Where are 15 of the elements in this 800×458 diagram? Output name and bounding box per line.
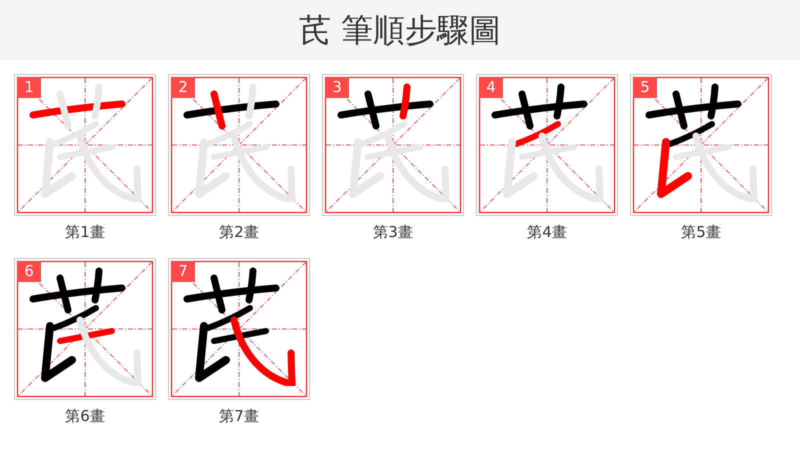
number-badge: 4 [479, 77, 503, 98]
number-badge: 1 [17, 77, 41, 98]
title: 芪 筆順步驟圖 [0, 0, 800, 60]
number-badge: 5 [633, 77, 657, 98]
step-caption: 第1畫 [64, 222, 106, 243]
step-caption: 第5畫 [680, 222, 722, 243]
number-badge: 2 [171, 77, 195, 98]
step-caption: 第2畫 [218, 222, 260, 243]
step-caption: 第4畫 [526, 222, 568, 243]
number-badge: 6 [17, 261, 41, 282]
step-caption: 第7畫 [218, 406, 260, 427]
step-caption: 第3畫 [372, 222, 414, 243]
number-badge: 3 [325, 77, 349, 98]
number-badge: 7 [171, 261, 195, 282]
step-caption: 第6畫 [64, 406, 106, 427]
